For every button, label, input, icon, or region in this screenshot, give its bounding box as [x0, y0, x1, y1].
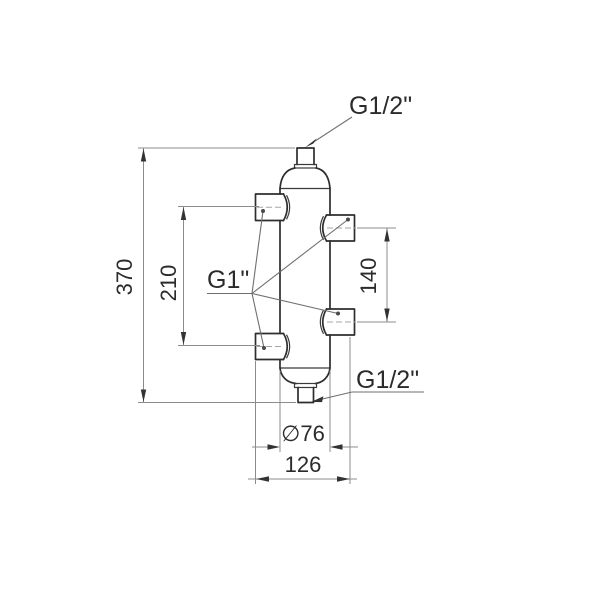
dimension-370-value: 370	[112, 259, 137, 296]
label-g12-bottom: G1/2"	[311, 366, 424, 403]
bottom-stub	[297, 386, 315, 404]
arrowhead-370-top	[140, 148, 147, 162]
arrowhead-140-bottom	[384, 308, 390, 322]
side-ports	[254, 193, 356, 361]
port-upper-left	[254, 193, 291, 222]
bottom-dome-left	[279, 367, 297, 385]
dimension-diameter-76: ∅76	[252, 371, 358, 452]
leader-arrow-top	[305, 138, 317, 148]
label-g1-text: G1"	[207, 266, 249, 294]
top-dome-left	[279, 167, 296, 190]
label-g12-top-text: G1/2"	[349, 92, 412, 120]
bottom-dome-right	[314, 367, 331, 385]
arrowhead-210-top	[180, 207, 187, 220]
port-lower-left	[254, 332, 291, 361]
vessel-outline	[279, 147, 331, 404]
top-stub	[296, 147, 315, 166]
leader-dot-upper-right	[346, 217, 350, 222]
arrowhead-210-bottom	[180, 332, 187, 345]
port-centerlines	[257, 206, 356, 347]
leader-dot-lower-right	[336, 311, 340, 316]
top-collar	[293, 163, 318, 169]
leader-arrow-bottom	[311, 396, 324, 403]
dimension-370: 370	[112, 147, 296, 403]
label-g1-side-ports: G1"	[207, 209, 350, 350]
label-g12-bottom-text: G1/2"	[356, 366, 419, 394]
arrowhead-140-top	[384, 228, 390, 242]
arrowhead-370-bottom	[140, 389, 147, 402]
top-dome-right	[315, 167, 331, 190]
bottom-collar	[293, 382, 318, 389]
arrowhead-126-left	[256, 476, 269, 482]
dimension-210: 210	[156, 206, 260, 346]
dimension-140-value: 140	[356, 258, 381, 295]
arrowhead-76-left	[267, 444, 280, 450]
dimension-126: 126	[248, 337, 357, 484]
arrowhead-76-right	[330, 444, 343, 450]
label-g12-top: G1/2"	[305, 92, 412, 148]
leader-dot-lower-left	[262, 346, 266, 350]
arrowhead-126-right	[337, 476, 350, 482]
dimension-140: 140	[356, 227, 396, 323]
leader-dot-upper-left	[261, 209, 265, 213]
dimension-76-value: ∅76	[281, 421, 325, 446]
dimension-210-value: 210	[156, 265, 181, 302]
dimension-126-value: 126	[285, 452, 322, 477]
